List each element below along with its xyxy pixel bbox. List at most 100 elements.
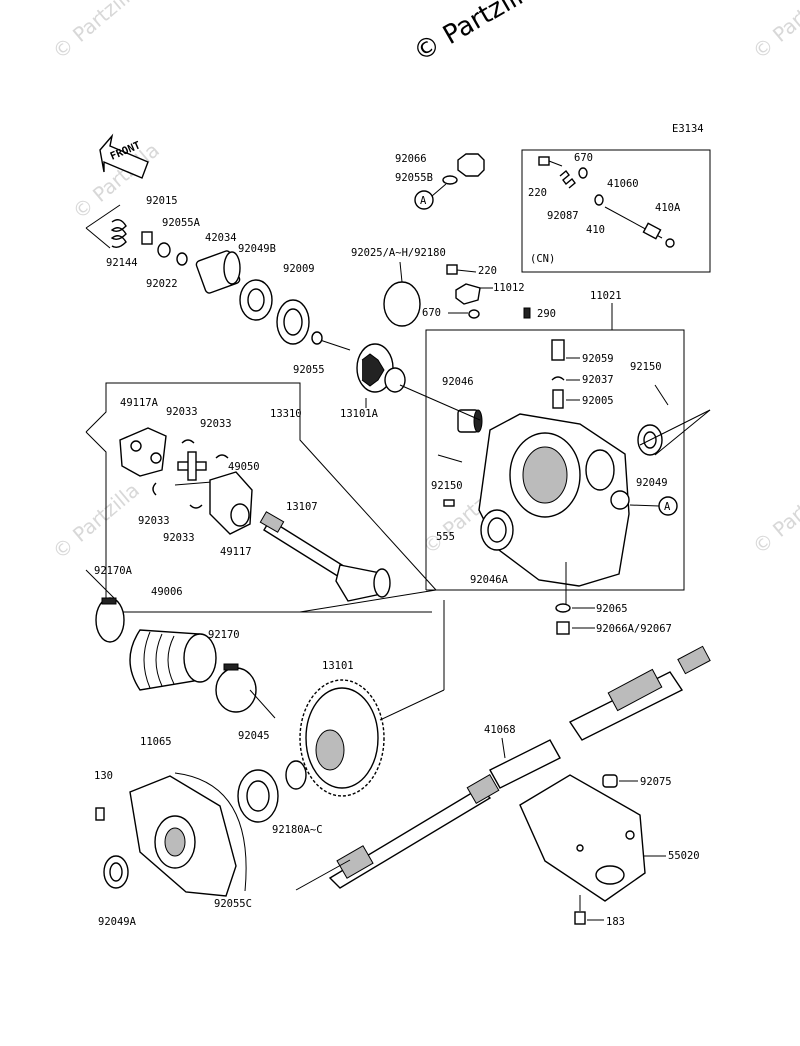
part-shaft-41068 [328,645,711,889]
part-clip-92037 [551,376,565,381]
part-label: 41060 [607,178,639,190]
circle-marker: A [420,195,427,207]
part-label: 92033 [200,418,232,430]
part-circlip-92033 [215,454,229,459]
part-label: 670 [422,307,441,319]
part-label: 92033 [138,515,170,527]
circle-marker: A [664,501,671,513]
part-label: 92005 [582,395,614,407]
part-label: 92037 [582,374,614,386]
part-label: 92055B [395,172,433,184]
diagram-code: E3134 [672,123,704,135]
part-washer-92065 [555,603,571,613]
part-label: 290 [537,308,556,320]
part-circlip-92033 [189,504,203,509]
part-label: 41068 [484,724,516,736]
part-label: 92059 [582,353,614,365]
part-cover-11065 [129,772,247,897]
part-boot-49006 [129,629,217,691]
part-bearing-92046 [457,409,483,433]
part-spring-92144 [110,219,127,249]
part-clamp-92170A [95,597,125,643]
part-fitting-11012 [455,283,493,305]
part-label: 92049 [636,477,668,489]
part-circlip-92055 [311,331,323,345]
part-bearing-92046A [480,509,514,551]
part-bolt-220 [446,264,477,275]
part-label: 92046A [470,574,509,586]
part-ring-670 [468,309,480,319]
part-yoke-49117 [209,471,253,535]
part-label: 13107 [286,501,318,513]
part-circlip-92033 [181,439,195,444]
part-label: 92025/A~H/92180 [351,247,446,259]
part-cross-49050 [174,451,213,486]
part-label: 220 [528,187,547,199]
part-stud-92150 [654,384,669,406]
part-circlip-92033 [152,482,157,496]
part-cap-92075 [602,774,618,788]
part-label: 92033 [166,406,198,418]
part-bolt-130 [95,807,105,821]
part-pin-92059 [551,339,565,361]
part-label: 92033 [163,532,195,544]
part-label: 92049A [98,916,137,928]
part-label: 49117 [220,546,252,558]
part-label: 92180A~C [272,824,323,836]
part-label: 11012 [493,282,525,294]
part-92005 [552,389,564,409]
part-label: 13101 [322,660,354,672]
part-label: 92045 [238,730,270,742]
part-label: 410 [586,224,605,236]
part-label: 92055C [214,898,252,910]
part-label: 92009 [283,263,315,275]
part-label: 42034 [205,232,237,244]
part-label: 92150 [630,361,662,373]
inset-cn-box: (CN) [521,149,711,273]
part-label: 92066 [395,153,427,165]
part-label: 92055 [293,364,325,376]
part-coupling-42034 [195,250,241,294]
part-label: 670 [574,152,593,164]
part-label: 55020 [668,850,700,862]
watermark: © Partzilla [48,0,144,64]
part-cover-55020 [519,774,646,902]
part-label: 92055A [162,217,201,229]
part-stud-92150b [437,454,463,463]
part-label: 92022 [146,278,178,290]
part-290 [523,307,531,319]
part-seat-92015 [141,231,188,266]
part-label: 92075 [640,776,672,788]
part-label: 92087 [547,210,579,222]
part-shim-92180A [285,760,307,790]
part-bearing-92049B [239,279,273,321]
part-plug-92066A [556,621,570,635]
part-label: 11065 [140,736,172,748]
part-oring-92025 [383,281,421,327]
part-shaft-13107 [259,511,391,602]
part-92066-nut: A [414,153,485,210]
part-clamp-92170 [215,663,257,713]
copyright-text: © Partzilla [409,0,543,68]
part-label: 92046 [442,376,474,388]
part-housing-11021 [478,413,630,587]
part-label: 92066A/92067 [596,623,672,635]
part-label: 92144 [106,257,138,269]
part-label: 92170A [94,565,133,577]
part-label: 92049B [238,243,276,255]
part-label: 92150 [431,480,463,492]
part-label: 92015 [146,195,178,207]
part-label: 220 [478,265,497,277]
part-seal-92009 [276,299,310,345]
part-label: 555 [436,531,455,543]
inset-labels: 670 220 41060 410A 92087 410 [528,152,681,236]
part-label: 130 [94,770,113,782]
part-pinion-13101A [319,339,406,393]
part-yoke-49117A [119,427,167,477]
part-label: 183 [606,916,625,928]
part-label: 92170 [208,629,240,641]
part-label: 49050 [228,461,260,473]
watermark: © Partzilla [748,0,800,64]
part-pin-555 [443,499,455,507]
